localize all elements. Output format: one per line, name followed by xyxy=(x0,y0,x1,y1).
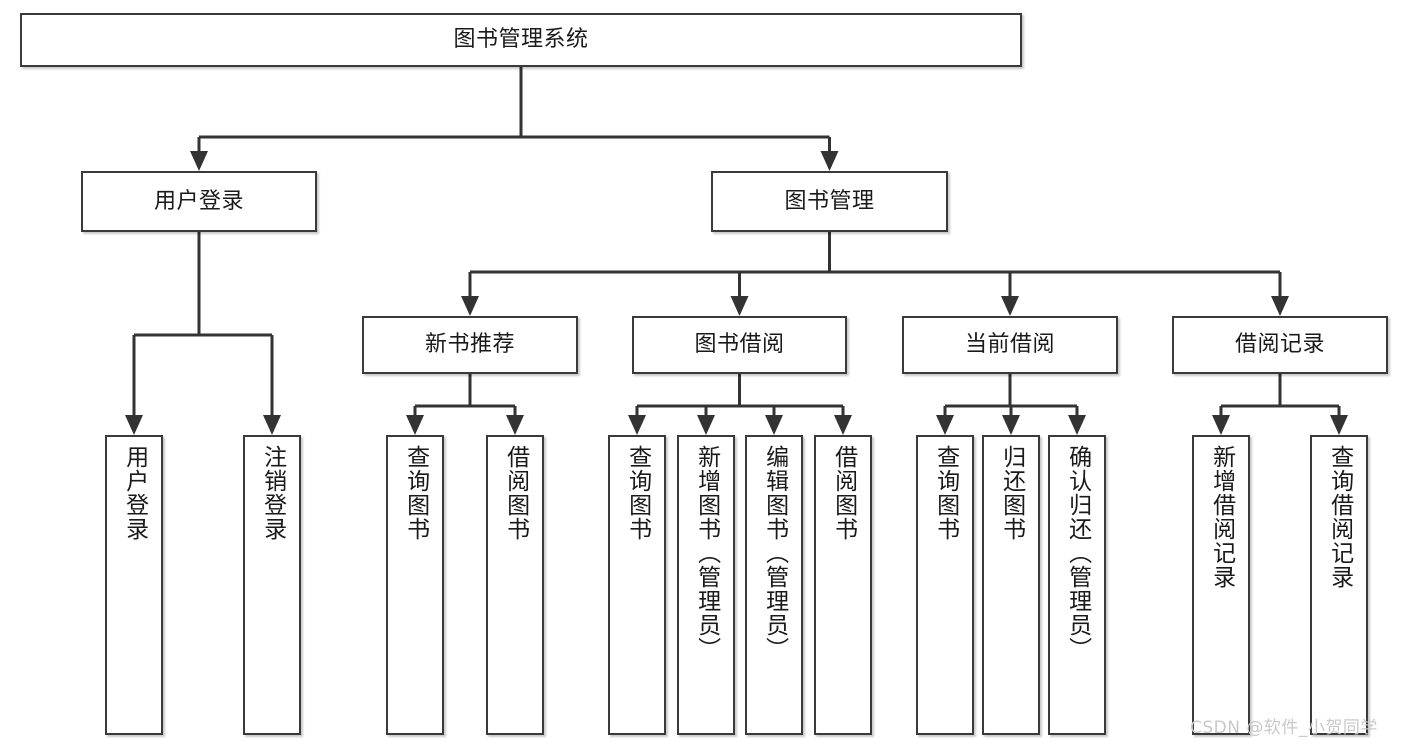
arrow-head-icon xyxy=(936,415,954,435)
node-label: 图书管理系统 xyxy=(453,27,589,53)
node-label: 编辑图书（管理员） xyxy=(761,445,788,661)
node-login[interactable]: 用户登录 xyxy=(81,171,317,232)
node-record[interactable]: 借阅记录 xyxy=(1172,316,1388,374)
node-leaf-rec-query[interactable]: 查询借阅记录 xyxy=(1310,435,1368,735)
node-label: 图书借阅 xyxy=(694,332,785,358)
node-leaf-user-login[interactable]: 用户登录 xyxy=(105,435,163,735)
arrow-head-icon xyxy=(730,296,749,316)
node-root[interactable]: 图书管理系统 xyxy=(20,13,1022,67)
arrow-head-icon xyxy=(1002,415,1020,435)
node-label: 查询借阅记录 xyxy=(1326,445,1353,589)
arrow-head-icon xyxy=(765,415,783,435)
arrow-head-icon xyxy=(628,415,646,435)
arrow-head-icon xyxy=(1068,415,1086,435)
node-label: 归还图书 xyxy=(998,445,1025,541)
node-leaf-borrow-query[interactable]: 查询图书 xyxy=(608,435,666,735)
node-label: 借阅图书 xyxy=(830,445,857,541)
node-label: 查询图书 xyxy=(402,445,429,541)
node-label: 新书推荐 xyxy=(424,332,515,358)
node-label: 借阅记录 xyxy=(1234,332,1325,358)
arrow-head-icon xyxy=(406,415,424,435)
node-leaf-new-query[interactable]: 查询图书 xyxy=(386,435,444,735)
node-leaf-cur-confirm[interactable]: 确认归还（管理员） xyxy=(1048,435,1106,735)
node-leaf-borrow-add[interactable]: 新增图书（管理员） xyxy=(677,435,735,735)
node-label: 借阅图书 xyxy=(502,445,529,541)
node-label: 当前借阅 xyxy=(964,332,1055,358)
arrow-head-icon xyxy=(125,415,143,435)
node-label: 查询图书 xyxy=(624,445,651,541)
arrow-head-icon xyxy=(1001,296,1019,316)
node-label: 图书管理 xyxy=(784,188,875,214)
node-label: 确认归还（管理员） xyxy=(1064,445,1091,661)
node-label: 用户登录 xyxy=(121,445,148,541)
arrow-head-icon xyxy=(834,415,852,435)
node-label: 注销登录 xyxy=(259,445,286,541)
arrow-head-icon xyxy=(506,415,524,435)
node-leaf-borrow-edit[interactable]: 编辑图书（管理员） xyxy=(745,435,803,735)
node-leaf-cur-return[interactable]: 归还图书 xyxy=(982,435,1040,735)
node-current[interactable]: 当前借阅 xyxy=(902,316,1118,374)
node-leaf-rec-add[interactable]: 新增借阅记录 xyxy=(1192,435,1250,735)
node-label: 用户登录 xyxy=(153,188,244,214)
node-leaf-new-borrow[interactable]: 借阅图书 xyxy=(486,435,544,735)
node-label: 新增借阅记录 xyxy=(1208,445,1235,589)
arrow-head-icon xyxy=(263,415,281,435)
arrow-head-icon xyxy=(1212,415,1230,435)
arrow-head-icon xyxy=(461,296,479,316)
node-label: 新增图书（管理员） xyxy=(693,445,720,661)
arrow-head-icon xyxy=(697,415,715,435)
node-newbook[interactable]: 新书推荐 xyxy=(362,316,578,374)
node-leaf-cur-query[interactable]: 查询图书 xyxy=(916,435,974,735)
node-leaf-borrow-lend[interactable]: 借阅图书 xyxy=(814,435,872,735)
arrow-head-icon xyxy=(820,151,839,171)
node-label: 查询图书 xyxy=(932,445,959,541)
arrow-head-icon xyxy=(1330,415,1348,435)
arrow-head-icon xyxy=(190,151,208,171)
node-bookmgmt[interactable]: 图书管理 xyxy=(711,171,948,232)
node-borrow[interactable]: 图书借阅 xyxy=(632,316,847,374)
node-leaf-user-logout[interactable]: 注销登录 xyxy=(243,435,301,735)
arrow-head-icon xyxy=(1271,296,1289,316)
